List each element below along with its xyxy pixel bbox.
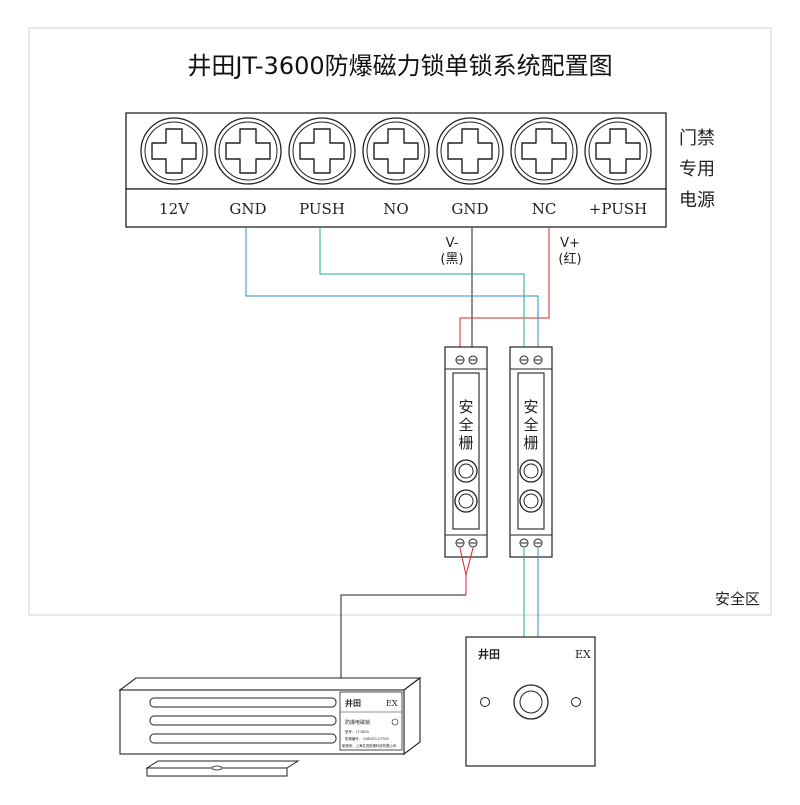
power-side-label-3: 电源 [679, 190, 715, 211]
barrier-2-label-2: 全 [523, 416, 538, 434]
terminal-labels: 12V GND PUSH NO GND NC +PUSH [159, 200, 647, 218]
terminal-label-no: NO [383, 200, 408, 218]
lock-product-name: 防爆电磁锁 [345, 719, 370, 726]
lock-nameplate [339, 691, 403, 751]
terminal-label-push: PUSH [299, 200, 345, 218]
lock-brand: 井田 [345, 698, 361, 708]
wires-lower [340, 547, 539, 680]
terminal-label-plus-push: +PUSH [589, 200, 647, 218]
barrier-1-socket-icon [454, 489, 478, 513]
ex-logo-icon [391, 718, 399, 726]
wire-black-to-lock [340, 594, 466, 680]
wire-blue-gnd [245, 227, 539, 358]
power-side-label-2: 专用 [679, 159, 715, 180]
page-title: 井田JT-3600防爆磁力锁单锁系统配置图 [187, 52, 612, 80]
terminal-label-nc: NC [532, 200, 557, 218]
safe-zone-label: 安全区 [715, 590, 760, 608]
terminal-label-gnd: GND [229, 200, 266, 218]
wires-upper [245, 227, 550, 362]
exit-button-ex-mark: EX [575, 648, 591, 661]
wire-teal-push [319, 227, 525, 358]
terminal-screw-icon [362, 117, 430, 185]
barrier-1-label-3: 栅 [458, 434, 473, 452]
exit-button-panel: 井田 EX [465, 636, 596, 767]
magnetic-lock: 井田 EX 防爆电磁锁 型号： JT-3600 防爆编号： CNEX20.277… [118, 676, 422, 777]
lock-model-line: 型号： JT-3600 [345, 729, 369, 734]
wire-red-vplus [459, 227, 550, 358]
barrier-1-label-2: 全 [458, 416, 473, 434]
barrier-2-label-3: 栅 [523, 434, 538, 452]
terminal-label-12v: 12V [159, 200, 190, 218]
lock-cert-line: 防爆编号： CNEX20.2770X [345, 736, 389, 741]
barrier-2-socket-icon [519, 459, 543, 483]
safety-barrier-1: 安 全 栅 [444, 346, 488, 558]
barrier-2-socket-icon [519, 489, 543, 513]
terminal-label-gnd: GND [451, 200, 488, 218]
terminal-screw-icon [288, 117, 356, 185]
power-supply-label-strip [125, 188, 667, 228]
terminal-screw-icon [436, 117, 504, 185]
terminal-screw-icon [584, 117, 652, 185]
safety-barrier-2: 安 全 栅 [509, 346, 553, 558]
terminal-screw-icon [140, 117, 208, 185]
screw-hole-icon [480, 697, 490, 707]
wire-label-red: (红) [558, 251, 581, 267]
wire-label-vplus: V+ [560, 236, 580, 251]
wire-label-vminus: V- [446, 236, 459, 251]
barrier-1-socket-icon [454, 459, 478, 483]
exit-button-brand: 井田 [478, 647, 500, 661]
power-supply: 12V GND PUSH NO GND NC +PUSH 门禁 专用 电源 [125, 112, 715, 228]
wire-label-black: (黑) [440, 252, 463, 267]
terminal-screws [140, 117, 652, 185]
lock-ex-mark: EX [386, 699, 398, 708]
terminal-screw-icon [510, 117, 578, 185]
terminal-screw-icon [214, 117, 282, 185]
barrier-2-label-1: 安 [523, 398, 538, 416]
lock-maker-line: 制造商：上海井田防爆科技有限公司 [342, 743, 396, 748]
screw-hole-icon [571, 697, 581, 707]
barrier-1-label-1: 安 [458, 398, 473, 416]
safe-zone-border [28, 27, 772, 616]
power-side-label-1: 门禁 [679, 128, 715, 149]
